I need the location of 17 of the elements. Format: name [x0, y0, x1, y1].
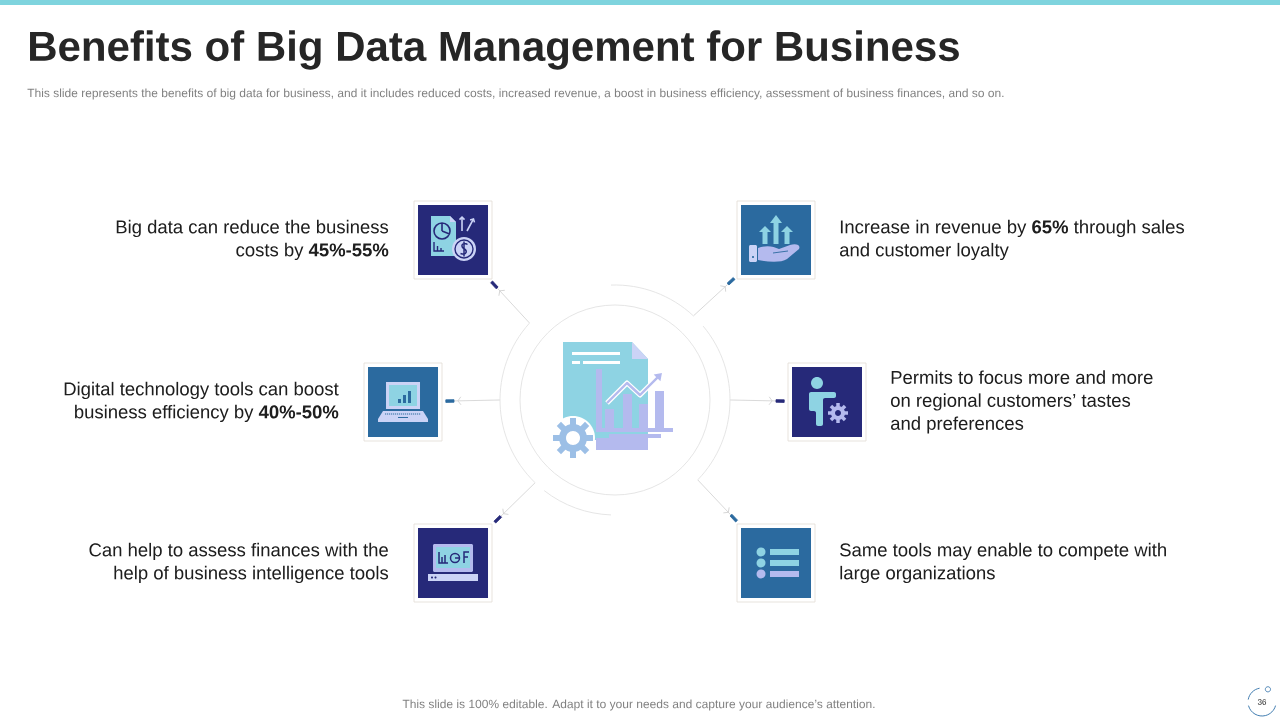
benefit-text: Digital technology tools can boost business efficiency by 40%-50%: [64, 381, 339, 423]
slide-title: Benefits of Big Data Management for Business: [30, 30, 959, 70]
page-number-badge: 36: [1247, 686, 1276, 717]
connector-arrow: [697, 479, 738, 523]
hub-ring: [499, 284, 731, 516]
benefit-text: Can help to assess finances with the help of business intelligence tools: [89, 542, 389, 584]
footer-note: This slide is 100% editable. Adapt it to your needs and capture your audience’s attention.: [402, 699, 875, 711]
benefit-text: Big data can reduce the business costs by 45%-55%: [116, 219, 389, 261]
connector-arrow: [445, 396, 501, 406]
benefit-text: Same tools may enable to compete with large organizations: [840, 542, 1166, 584]
connector-arrow: [693, 277, 736, 317]
connector-arrow: [729, 396, 785, 406]
connector-arrow: [493, 482, 536, 524]
slide-subtitle: This slide represents the benefits of big data for business, and it includes reduced costs, increased revenue, a boost in business efficiency, assessment of business finances, and so on.: [27, 88, 1004, 100]
benefit-text: Permits to focus more and more on regional customers’ tastes and preferences: [891, 370, 1153, 434]
benefit-text: Increase in revenue by 65% through sales and customer loyalty: [840, 219, 1185, 261]
connector-arrow: [490, 280, 530, 324]
